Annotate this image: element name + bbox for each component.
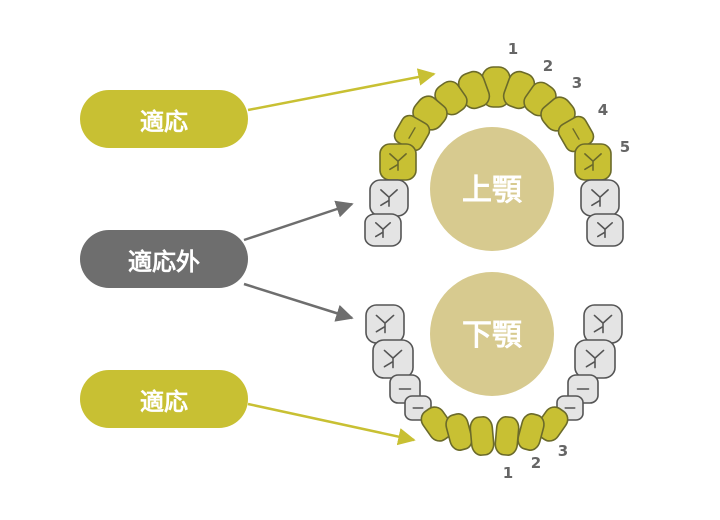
upper-jaw-label: 上顎 — [462, 173, 523, 208]
upper-tooth-r6 — [580, 179, 620, 217]
lower-tooth-r1 — [494, 416, 520, 456]
lower-tooth-l7 — [365, 304, 405, 344]
lower-jaw-circle — [430, 272, 554, 396]
upper-tooth-number-4: 4 — [598, 101, 608, 119]
lower-tooth-r7 — [583, 304, 623, 344]
upper-tooth-l4 — [393, 114, 431, 152]
upper-tooth-r5 — [574, 143, 612, 181]
lower-tooth-l6 — [372, 339, 414, 379]
lower-tooth-r6 — [574, 339, 616, 379]
upper-tooth-l6 — [369, 179, 409, 217]
arrow-to-lower-back-teeth — [243, 282, 354, 322]
indicated-label-top: 適応 — [80, 90, 248, 148]
upper-tooth-number-2: 2 — [543, 57, 553, 75]
arrow-to-upper-back-teeth — [243, 200, 354, 242]
arrow-to-lower-front-teeth — [247, 402, 416, 446]
not-indicated-label: 適応外 — [80, 230, 248, 288]
lower-tooth-l3 — [420, 406, 454, 442]
upper-jaw-circle — [430, 127, 554, 251]
upper-tooth-number-3: 3 — [572, 74, 582, 92]
upper-tooth-l5 — [379, 143, 417, 181]
lower-tooth-number-2: 2 — [531, 454, 541, 472]
lower-tooth-l1 — [469, 416, 495, 456]
upper-tooth-r7 — [586, 213, 624, 247]
arrow-to-upper-front-teeth — [247, 68, 436, 112]
lower-tooth-l2 — [445, 412, 473, 452]
indicated-label-bottom: 適応 — [80, 370, 248, 428]
lower-tooth-number-1: 1 — [503, 464, 513, 482]
lower-tooth-r2 — [517, 412, 545, 452]
upper-tooth-number-1: 1 — [508, 40, 518, 58]
upper-tooth-l7 — [364, 213, 402, 247]
lower-jaw-label: 下顎 — [462, 318, 523, 353]
lower-tooth-number-3: 3 — [558, 442, 568, 460]
upper-tooth-number-5: 5 — [620, 138, 630, 156]
